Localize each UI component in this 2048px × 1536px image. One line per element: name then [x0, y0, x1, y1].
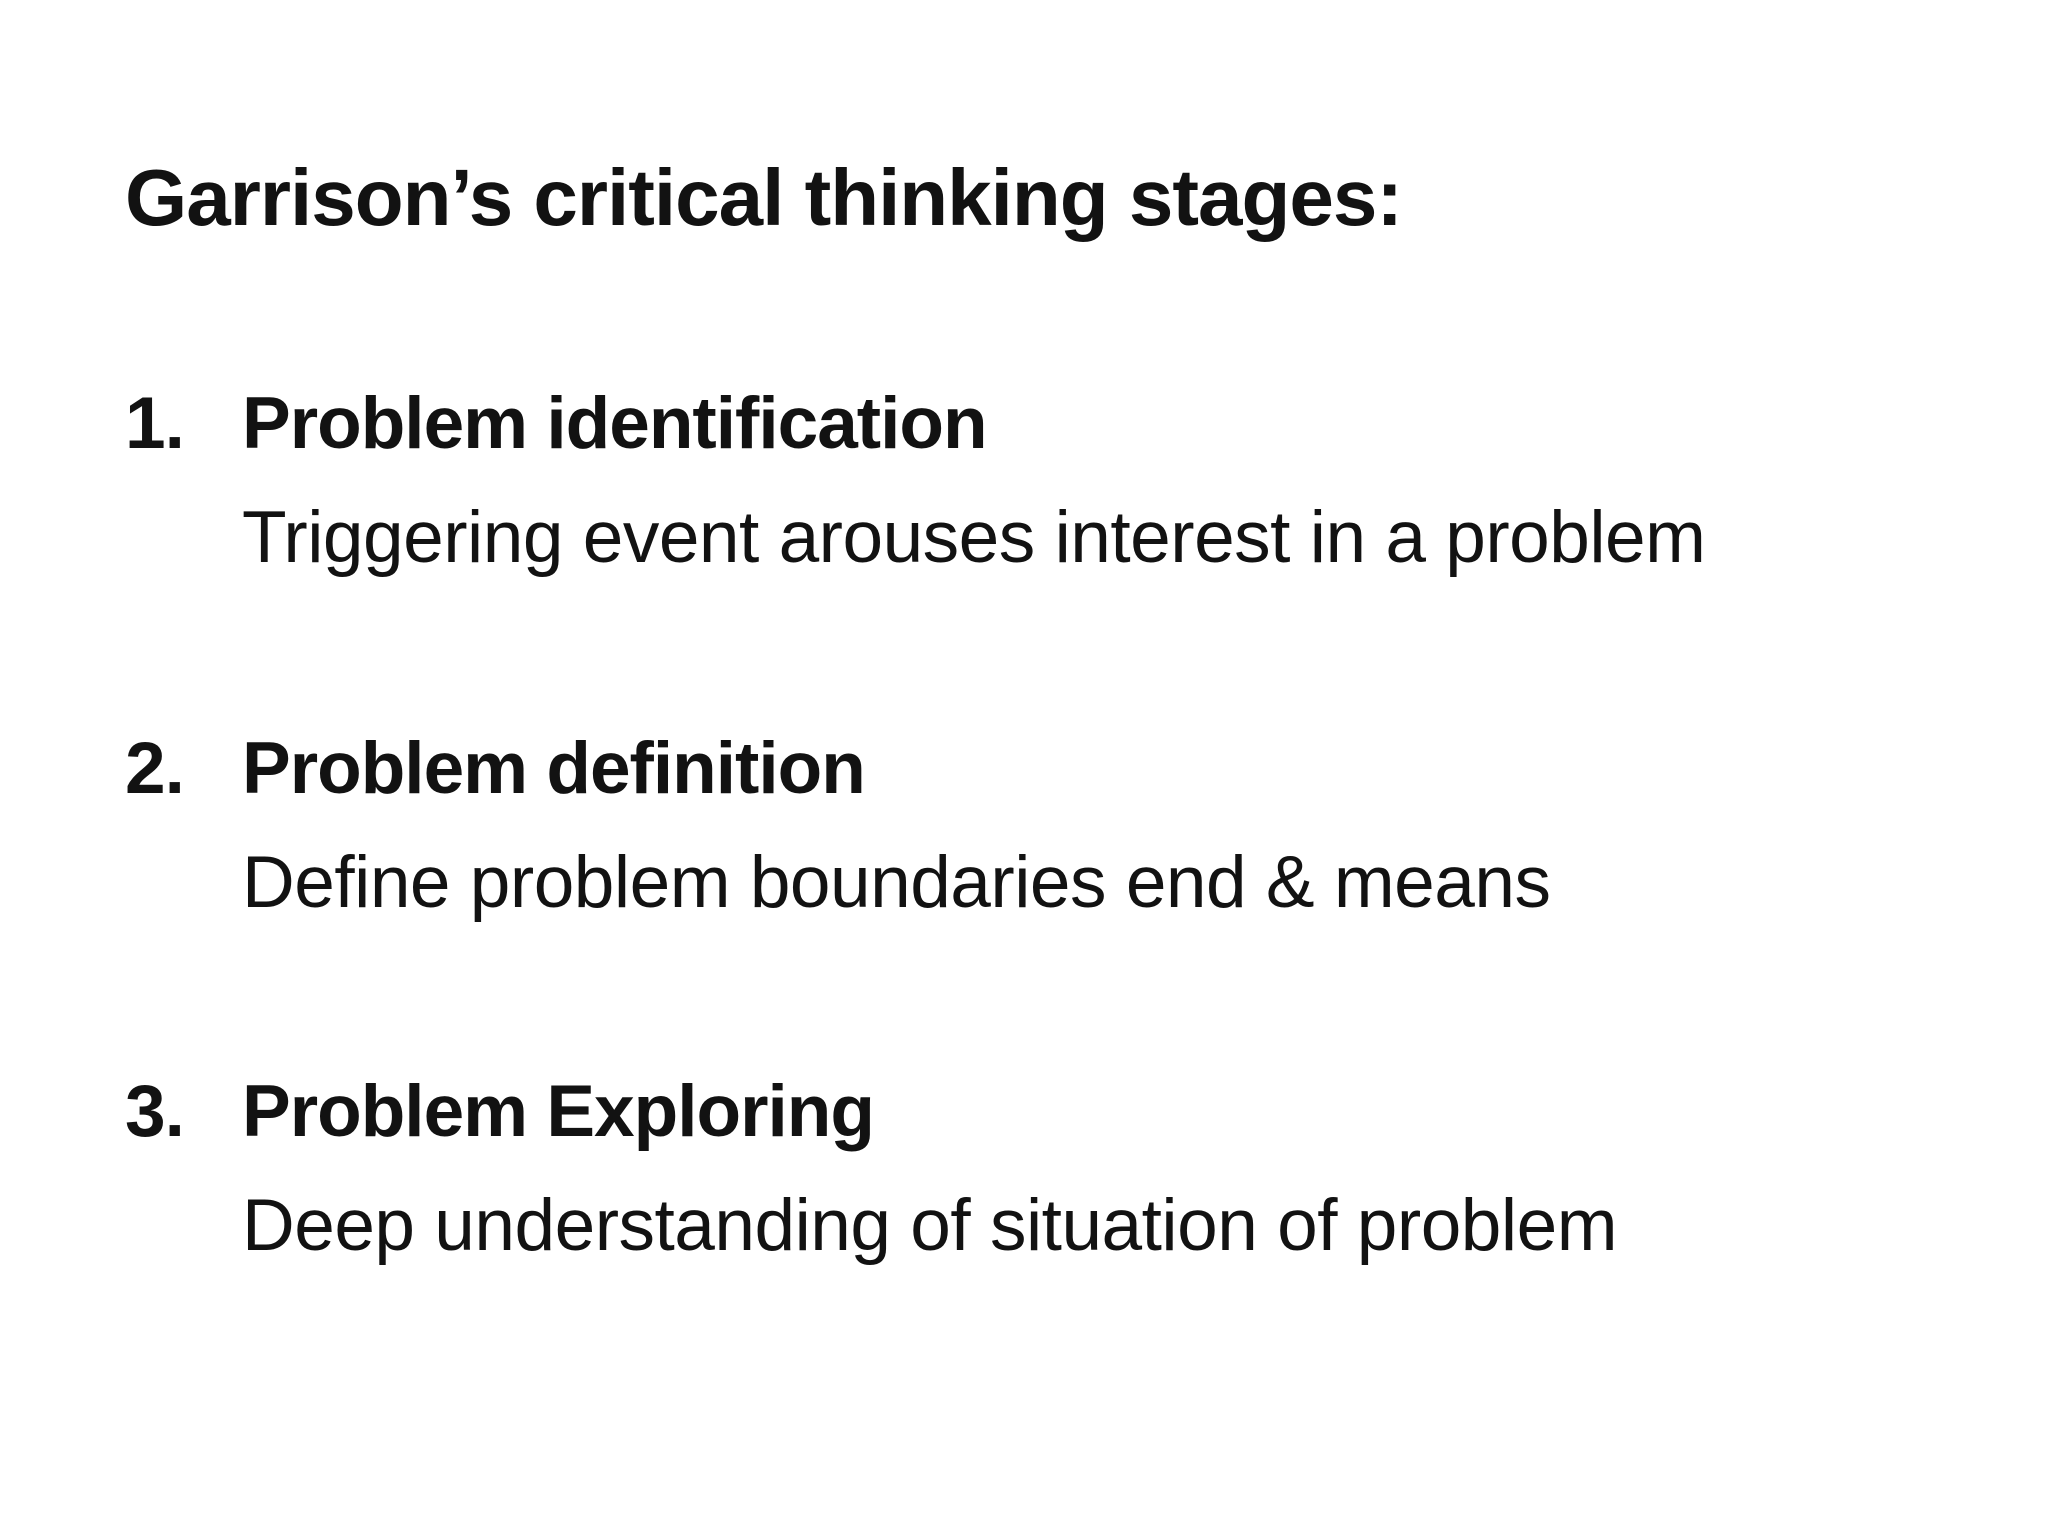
item-number: 3.: [125, 1071, 185, 1152]
item-number: 1.: [125, 383, 185, 464]
list-item-problem-exploring: 3. Problem Exploring Deep understanding …: [125, 1071, 1618, 1266]
item-heading: Problem identification: [242, 383, 988, 464]
item-heading: Problem definition: [242, 728, 866, 809]
list-item-problem-definition: 2. Problem definition Define problem bou…: [125, 728, 1551, 923]
item-description: Deep understanding of situation of probl…: [242, 1185, 1618, 1266]
list-item-problem-identification: 1. Problem identification Triggering eve…: [125, 383, 1706, 578]
slide-title: Garrison’s critical thinking stages:: [125, 153, 1403, 242]
item-heading: Problem Exploring: [242, 1071, 875, 1152]
item-number: 2.: [125, 728, 185, 809]
item-description: Define problem boundaries end & means: [242, 842, 1551, 923]
item-description: Triggering event arouses interest in a p…: [242, 497, 1706, 578]
